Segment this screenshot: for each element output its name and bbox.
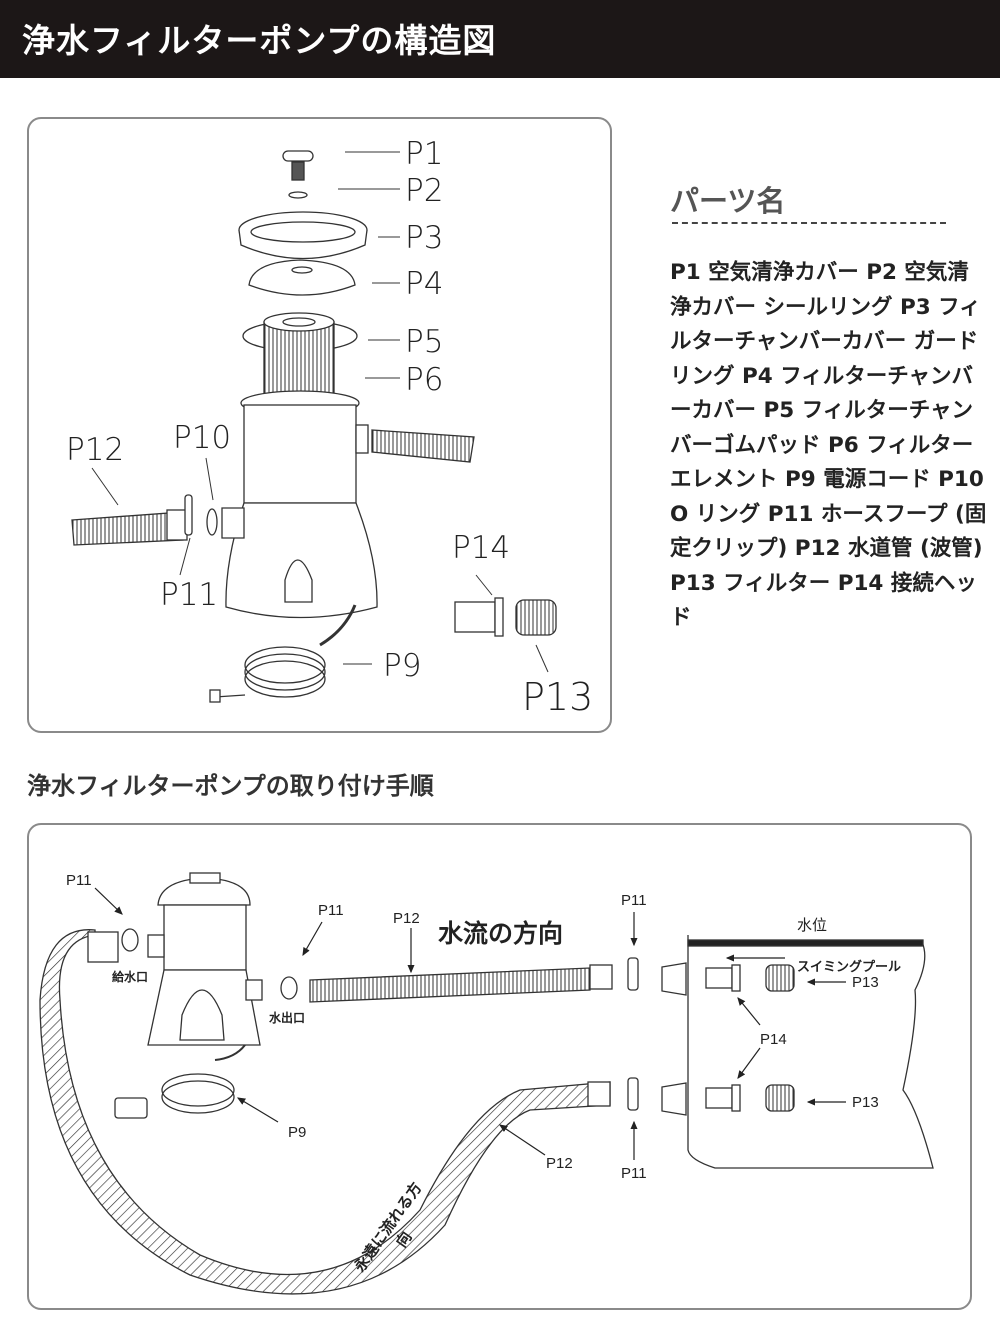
label-p12-bottom: P12 [546,1155,573,1172]
p1-valve-stem [291,161,305,181]
label-p11-top: P11 [621,892,647,909]
p11-clip-top [627,957,639,991]
installation-section-title: 浄水フィルターポンプの取り付け手順 [27,772,434,800]
label-p4: P4 [405,266,443,302]
p11-clip-bottom [627,1077,639,1111]
p2-seal-ring [288,191,308,199]
pool-label: スイミングプール [797,959,901,975]
parts-list-divider [672,222,946,224]
label-p12: P12 [66,432,124,468]
water-level-label: 水位 [797,916,827,934]
p10-o-ring [206,508,218,536]
pump-body [221,390,378,619]
flow-direction-label: 水流の方向 [438,919,563,948]
label-p10: P10 [173,420,231,456]
water-level-line [687,939,924,947]
label-p5: P5 [405,324,443,360]
p11-clip-inlet [121,928,139,952]
p11-clip-outlet [280,976,298,1000]
label-p9: P9 [383,648,421,684]
p9-power-cord [244,646,326,684]
label-p11-bottom: P11 [621,1165,647,1182]
installation-drawing [39,872,934,1295]
pool-wall [687,935,934,1169]
p13-strainer [515,599,557,636]
label-p11-inlet: P11 [66,872,92,889]
installation-diagram-panel [27,823,972,1310]
label-p1: P1 [405,136,443,172]
label-p2: P2 [405,173,443,209]
label-p6: P6 [405,362,443,398]
label-p9: P9 [288,1124,306,1141]
label-p14: P14 [452,530,510,566]
label-p13: P13 [522,675,593,719]
exploded-callouts [91,151,549,673]
p1-air-cover [282,150,314,162]
installation-callouts [94,887,846,1160]
exploded-labels: P1 P2 P3 P4 P5 P6 P12 P10 P11 P14 P9 P13 [66,136,593,719]
install-pump [147,872,263,1046]
label-p11: P11 [160,577,218,613]
page-header: 浄水フィルターポンプの構造図 [0,0,1000,78]
parts-list-title: パーツ名 [670,184,786,218]
install-power-cord [161,1073,235,1107]
p13-strainer-bottom [765,1084,795,1112]
exploded-pump-drawing [71,150,557,703]
label-p12-top: P12 [393,910,420,927]
label-p14: P14 [760,1031,787,1048]
label-p13-bottom: P13 [852,1094,879,1111]
label-p11-outlet: P11 [318,902,344,919]
p12-hose-supply [309,967,591,1003]
parts-list-body: P1 空気清浄カバー P2 空気清浄カバー シールリング P3 フィルターチャン… [670,260,987,630]
p11-clip [184,494,193,536]
p12-hose-right [371,429,475,463]
page-title: 浄水フィルターポンプの構造図 [22,21,497,60]
p14-connector [454,601,496,633]
p12-hose-return [39,929,611,1295]
p3-chamber-ring [238,211,368,260]
p13-strainer-top [765,964,795,992]
outlet-label: 水出口 [269,1010,305,1025]
label-p3: P3 [405,220,443,256]
inlet-label: 給水口 [112,969,148,984]
label-p13-top: P13 [852,974,879,991]
p4-chamber-cover [248,259,356,296]
